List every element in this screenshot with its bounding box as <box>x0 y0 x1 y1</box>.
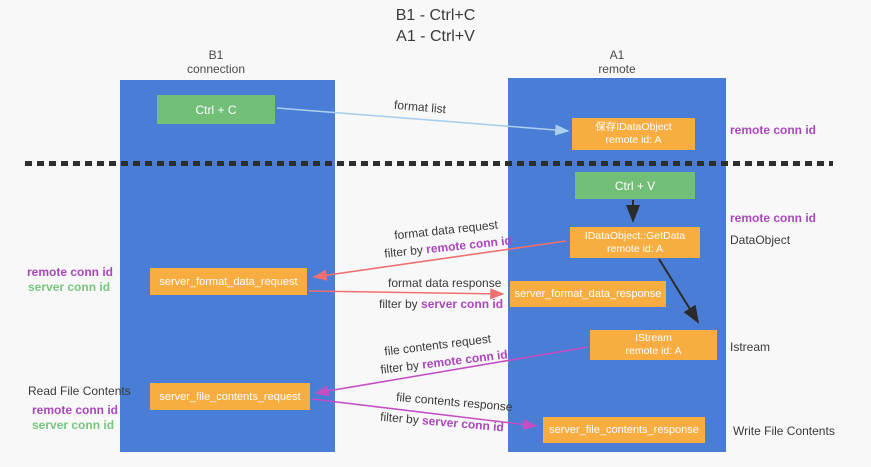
right-column-role: remote <box>598 62 636 76</box>
format-response-filter-label: filter by server conn id <box>379 297 503 311</box>
format-data-response-label: format data response <box>388 276 502 290</box>
left-column-header: B1 connection <box>126 48 306 76</box>
file-contents-request-arrow <box>314 346 589 397</box>
read-file-contents-label: Read File Contents <box>28 384 131 398</box>
server-format-data-response-label: server_format_data_response <box>514 288 662 300</box>
save-dataobject-node: 保存IDataObject remote id: A <box>572 118 695 150</box>
server-format-data-request-node: server_format_data_request <box>150 268 307 295</box>
left-remote-conn-id-bottom-label: remote conn id <box>32 403 119 417</box>
format-data-request-arrow <box>312 240 567 281</box>
getdata-line1: IDataObject::GetData <box>584 229 686 242</box>
getdata-to-istream-arrow <box>658 258 700 324</box>
server-file-contents-request-node: server_file_contents_request <box>150 383 310 410</box>
server-file-contents-request-label: server_file_contents_request <box>159 390 301 403</box>
right-remote-conn-id-mid-label: remote conn id <box>730 211 817 225</box>
left-column-name: B1 <box>208 48 224 62</box>
title-line-1: B1 - Ctrl+C <box>395 7 476 24</box>
istream-line2: remote id: A <box>625 345 682 357</box>
istream-line1: IStream <box>635 332 672 344</box>
getdata-node: IDataObject::GetData remote id: A <box>570 227 700 258</box>
format-list-arrow <box>276 107 570 136</box>
ctrl-c-node: Ctrl + C <box>157 95 275 124</box>
right-column-header: A1 remote <box>527 48 707 76</box>
right-column-name: A1 <box>609 48 625 62</box>
server-file-contents-response-node: server_file_contents_response <box>543 417 705 443</box>
server-format-data-request-label: server_format_data_request <box>159 275 298 288</box>
right-remote-conn-id-top-label: remote conn id <box>730 123 817 137</box>
file-contents-response-arrow <box>311 398 538 431</box>
save-dataobject-line1: 保存IDataObject <box>595 121 672 133</box>
server-format-data-response-node: server_format_data_response <box>510 281 666 307</box>
server-conn-id-text: server conn id <box>421 297 504 311</box>
title-line-2: A1 - Ctrl+V <box>396 28 475 45</box>
format-data-response-arrow <box>308 288 505 300</box>
save-dataobject-line2: remote id: A <box>605 134 662 146</box>
ctrl-c-label: Ctrl + C <box>195 102 237 117</box>
getdata-line2: remote id: A <box>606 242 664 255</box>
left-server-conn-id-bottom-label: server conn id <box>32 418 115 432</box>
write-file-contents-label: Write File Contents <box>733 424 835 438</box>
ctrl-v-node: Ctrl + V <box>575 172 695 199</box>
diagram-title: B1 - Ctrl+C A1 - Ctrl+V <box>0 5 871 47</box>
left-remote-conn-id-top-label: remote conn id <box>27 265 114 279</box>
istream-side-label: Istream <box>730 340 771 354</box>
ctrl-v-label: Ctrl + V <box>614 178 656 193</box>
dataobject-label: DataObject <box>730 233 791 247</box>
filter-by-text: filter by <box>379 297 422 311</box>
left-column-role: connection <box>186 62 246 76</box>
left-server-conn-id-top-label: server conn id <box>28 280 111 294</box>
server-file-contents-response-label: server_file_contents_response <box>549 424 699 436</box>
istream-node: IStream remote id: A <box>590 330 717 360</box>
